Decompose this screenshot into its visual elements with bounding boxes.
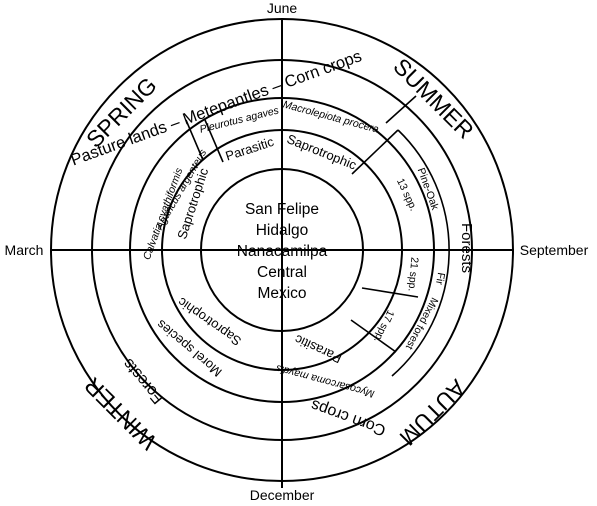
count-pine-oak: 13 spp. [394, 177, 419, 213]
divider-summer-outer [385, 95, 417, 124]
forest-inner-arc [391, 129, 450, 377]
ring-outer [50, 18, 514, 482]
center-line-5: Mexico [257, 285, 306, 302]
divider-summer-inner [351, 129, 399, 175]
divider-spring-species [185, 119, 204, 161]
habitat-forests-right: Forests [458, 223, 475, 273]
habitat-fir: Fir [433, 271, 447, 286]
guild-spring-parasitic: Parasitic [224, 134, 277, 164]
divider-autumn-2 [350, 319, 397, 353]
divider-autumn-1 [361, 287, 419, 298]
month-march: March [5, 242, 44, 258]
center-line-4: Central [257, 264, 307, 281]
ring-species [129, 97, 435, 403]
center-line-1: San Felipe [245, 201, 319, 218]
month-june: June [267, 0, 298, 16]
ring-habitat [91, 59, 473, 441]
count-fir: 21 spp. [406, 257, 421, 292]
center-line-3: Nanacamilpa [237, 243, 328, 260]
ring-center [200, 168, 364, 332]
ring-guild [161, 129, 403, 371]
guild-autumn-parasitic: Parasitic [292, 332, 344, 367]
divider-spring-guild [204, 119, 224, 163]
month-september: September [520, 242, 589, 258]
center-line-2: Hidalgo [256, 222, 309, 239]
season-summer: SUMMER [388, 53, 479, 144]
month-december: December [250, 487, 315, 503]
habitat-winter-forests: Forests [120, 355, 167, 407]
season-autumn: AUTUM [395, 375, 471, 451]
habitat-corn-crops: Corn crops [309, 396, 388, 439]
